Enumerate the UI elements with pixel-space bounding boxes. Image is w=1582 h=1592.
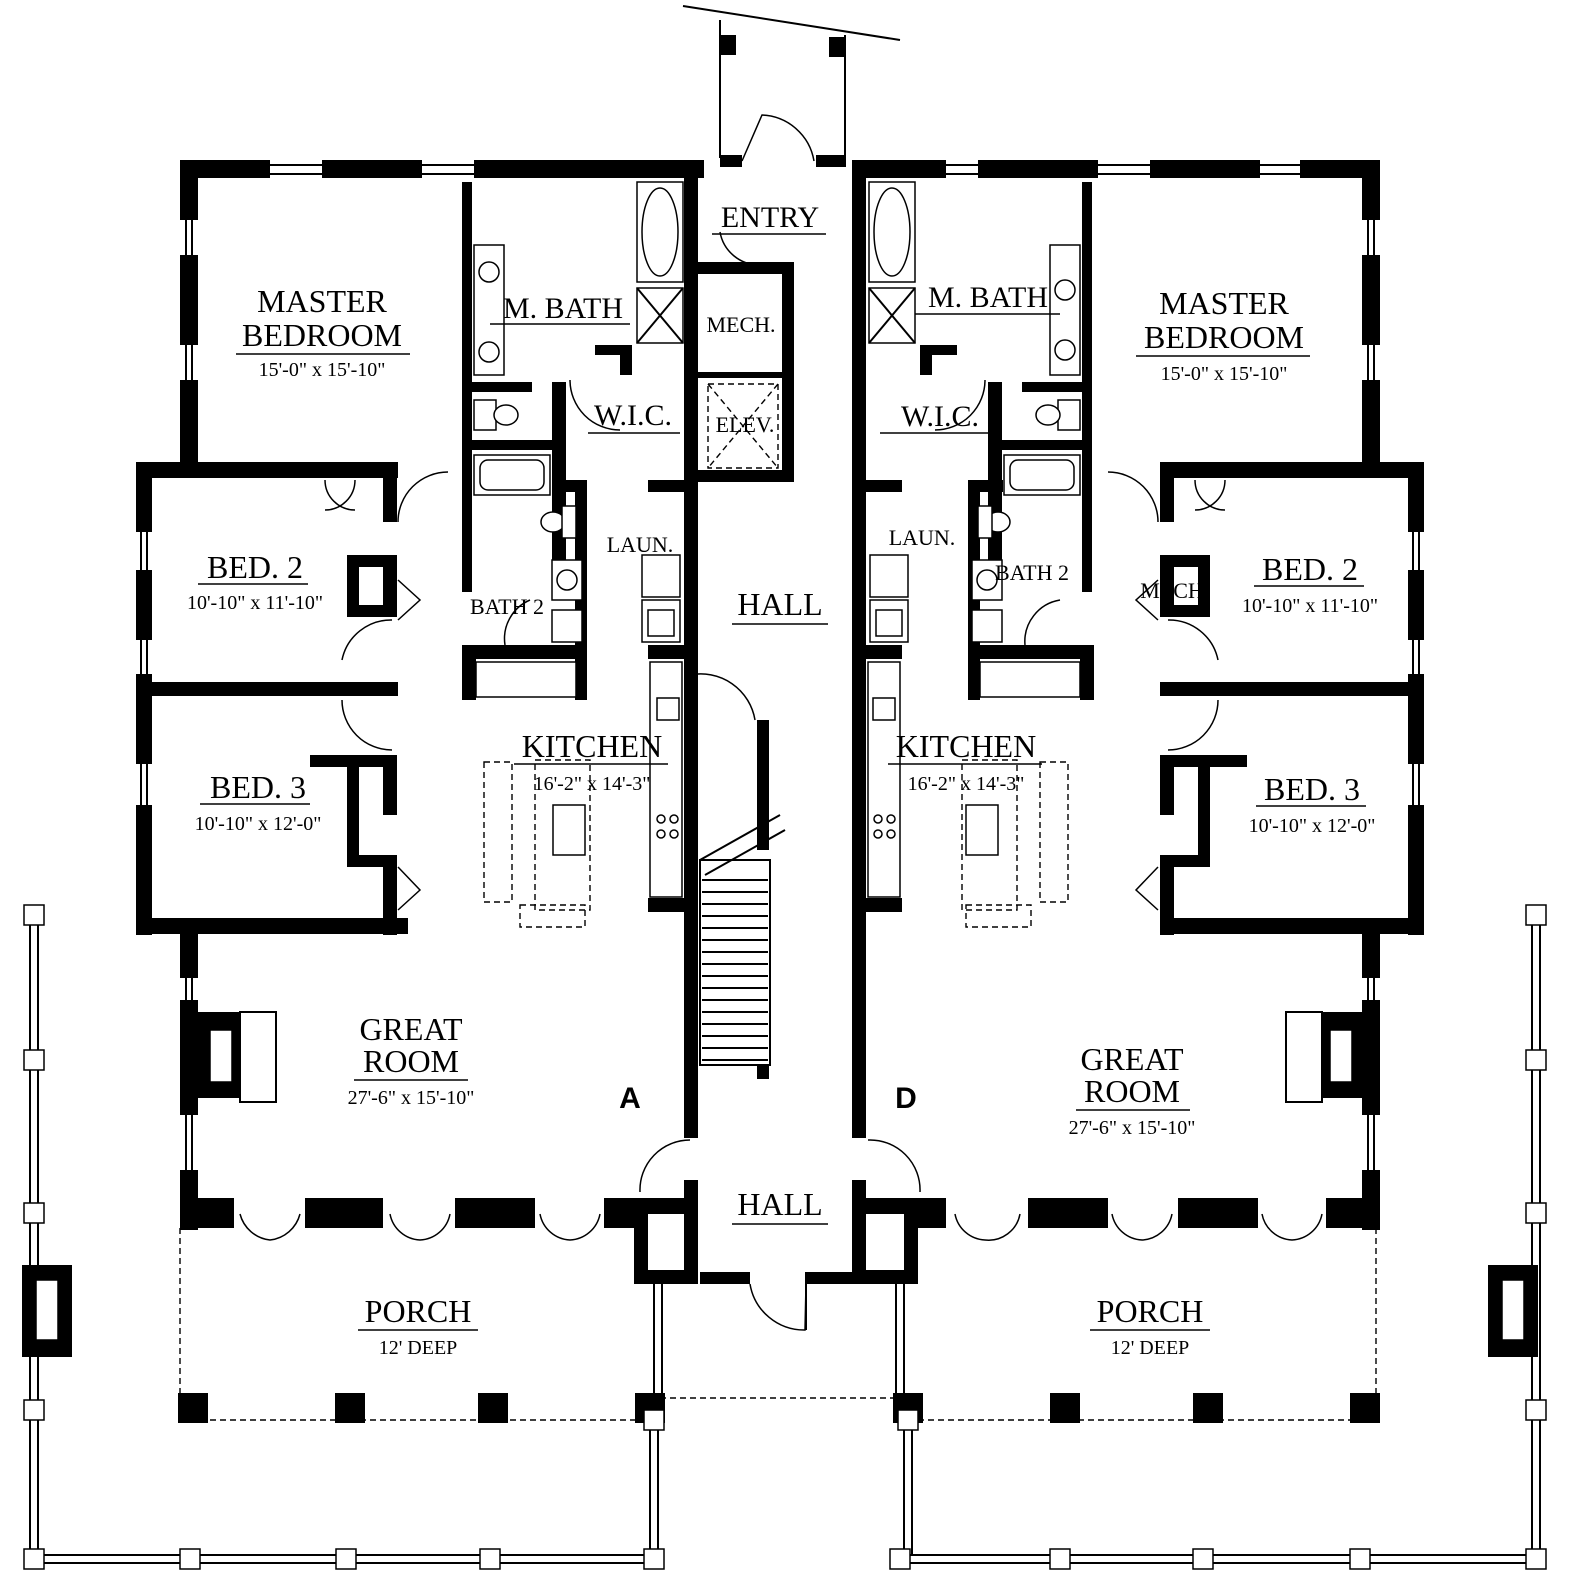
railing-post bbox=[23, 1399, 45, 1421]
railing-post bbox=[479, 1548, 501, 1570]
bed3-dim: 10'-10" x 12'-0" bbox=[1249, 815, 1376, 837]
master-bedroom-name-1: MASTER bbox=[1159, 285, 1289, 321]
porch-dim: 12' DEEP bbox=[1111, 1337, 1190, 1359]
laun-label: LAUN. bbox=[889, 525, 956, 550]
master-bedroom-name-2: BEDROOM bbox=[242, 317, 402, 353]
great-room-dim: 27'-6" x 15'-10" bbox=[348, 1087, 475, 1109]
elevator-symbol bbox=[707, 383, 779, 469]
bed2-dim: 10'-10" x 11'-10" bbox=[1242, 595, 1378, 617]
entry-label: ENTRY bbox=[721, 201, 819, 234]
railing-post bbox=[1049, 1548, 1071, 1570]
great-room-dim: 27'-6" x 15'-10" bbox=[1069, 1117, 1196, 1139]
bed2-name: BED. 2 bbox=[207, 549, 303, 585]
railing-post bbox=[1525, 1399, 1547, 1421]
fixtures bbox=[196, 181, 1366, 1103]
great-room-name-2: ROOM bbox=[363, 1043, 459, 1079]
bed3-name: BED. 3 bbox=[1264, 771, 1360, 807]
railing-post bbox=[23, 1049, 45, 1071]
railing-post bbox=[889, 1548, 911, 1570]
railing-post bbox=[1349, 1548, 1371, 1570]
railing-post bbox=[1525, 904, 1547, 926]
mech-label: MECH. bbox=[706, 312, 775, 337]
labels-right: MASTER BEDROOM 15'-0" x 15'-10" M. BATH … bbox=[880, 281, 1378, 1359]
railing-post bbox=[179, 1548, 201, 1570]
bath2-label: BATH 2 bbox=[470, 594, 544, 619]
great-room-name-2: ROOM bbox=[1084, 1073, 1180, 1109]
railing-post bbox=[1525, 1049, 1547, 1071]
railing-post bbox=[1525, 1202, 1547, 1224]
bed3-dim: 10'-10" x 12'-0" bbox=[195, 813, 322, 835]
railing-post bbox=[1192, 1548, 1214, 1570]
unit-label: D bbox=[895, 1082, 917, 1115]
labels-center: ENTRY MECH. ELEV. HALL HALL bbox=[706, 201, 828, 1225]
kitchen-dim: 16'-2" x 14'-3" bbox=[908, 773, 1025, 795]
railing-post bbox=[23, 1548, 45, 1570]
porch-name: PORCH bbox=[1097, 1293, 1204, 1329]
railing-post bbox=[897, 1409, 919, 1431]
master-bedroom-dim: 15'-0" x 15'-10" bbox=[259, 359, 386, 381]
railing-post bbox=[23, 904, 45, 926]
railing-post bbox=[1525, 1548, 1547, 1570]
porches bbox=[22, 918, 1541, 1564]
m-bath-label: M. BATH bbox=[503, 292, 623, 325]
entry-vestibule bbox=[682, 5, 901, 167]
railing-posts bbox=[23, 904, 1547, 1570]
bath2-label: BATH 2 bbox=[995, 560, 1069, 585]
hall-upper-label: HALL bbox=[737, 586, 822, 622]
wic-label: W.I.C. bbox=[901, 400, 979, 433]
porch-name: PORCH bbox=[365, 1293, 472, 1329]
center-core-walls bbox=[698, 160, 866, 1331]
great-room-name-1: GREAT bbox=[1080, 1041, 1184, 1077]
railing-post bbox=[643, 1548, 665, 1570]
wic-label: W.I.C. bbox=[594, 399, 672, 432]
hall-lower-label: HALL bbox=[737, 1186, 822, 1222]
m-bath-label: M. BATH bbox=[928, 281, 1048, 314]
porch-dim: 12' DEEP bbox=[379, 1337, 458, 1359]
unit-label: A bbox=[619, 1082, 641, 1115]
railing-post bbox=[335, 1548, 357, 1570]
bed3-name: BED. 3 bbox=[210, 769, 306, 805]
kitchen-dim: 16'-2" x 14'-3" bbox=[534, 773, 651, 795]
master-bedroom-name-1: MASTER bbox=[257, 283, 387, 319]
laun-label: LAUN. bbox=[607, 532, 674, 557]
kitchen-name: KITCHEN bbox=[896, 728, 1036, 764]
railing-post bbox=[23, 1202, 45, 1224]
labels-left: MASTER BEDROOM 15'-0" x 15'-10" M. BATH … bbox=[187, 283, 680, 1359]
master-bedroom-name-2: BEDROOM bbox=[1144, 319, 1304, 355]
right-unit-walls bbox=[852, 160, 1424, 1284]
great-room-name-1: GREAT bbox=[359, 1011, 463, 1047]
master-bedroom-dim: 15'-0" x 15'-10" bbox=[1161, 363, 1288, 385]
bed2-name: BED. 2 bbox=[1262, 551, 1358, 587]
kitchen-name: KITCHEN bbox=[522, 728, 662, 764]
mech-label: MECH bbox=[1140, 578, 1204, 603]
left-unit-walls bbox=[136, 160, 704, 1284]
stair bbox=[702, 879, 768, 1061]
railing-post bbox=[643, 1409, 665, 1431]
doors bbox=[239, 231, 1323, 1241]
bed2-dim: 10'-10" x 11'-10" bbox=[187, 592, 323, 614]
